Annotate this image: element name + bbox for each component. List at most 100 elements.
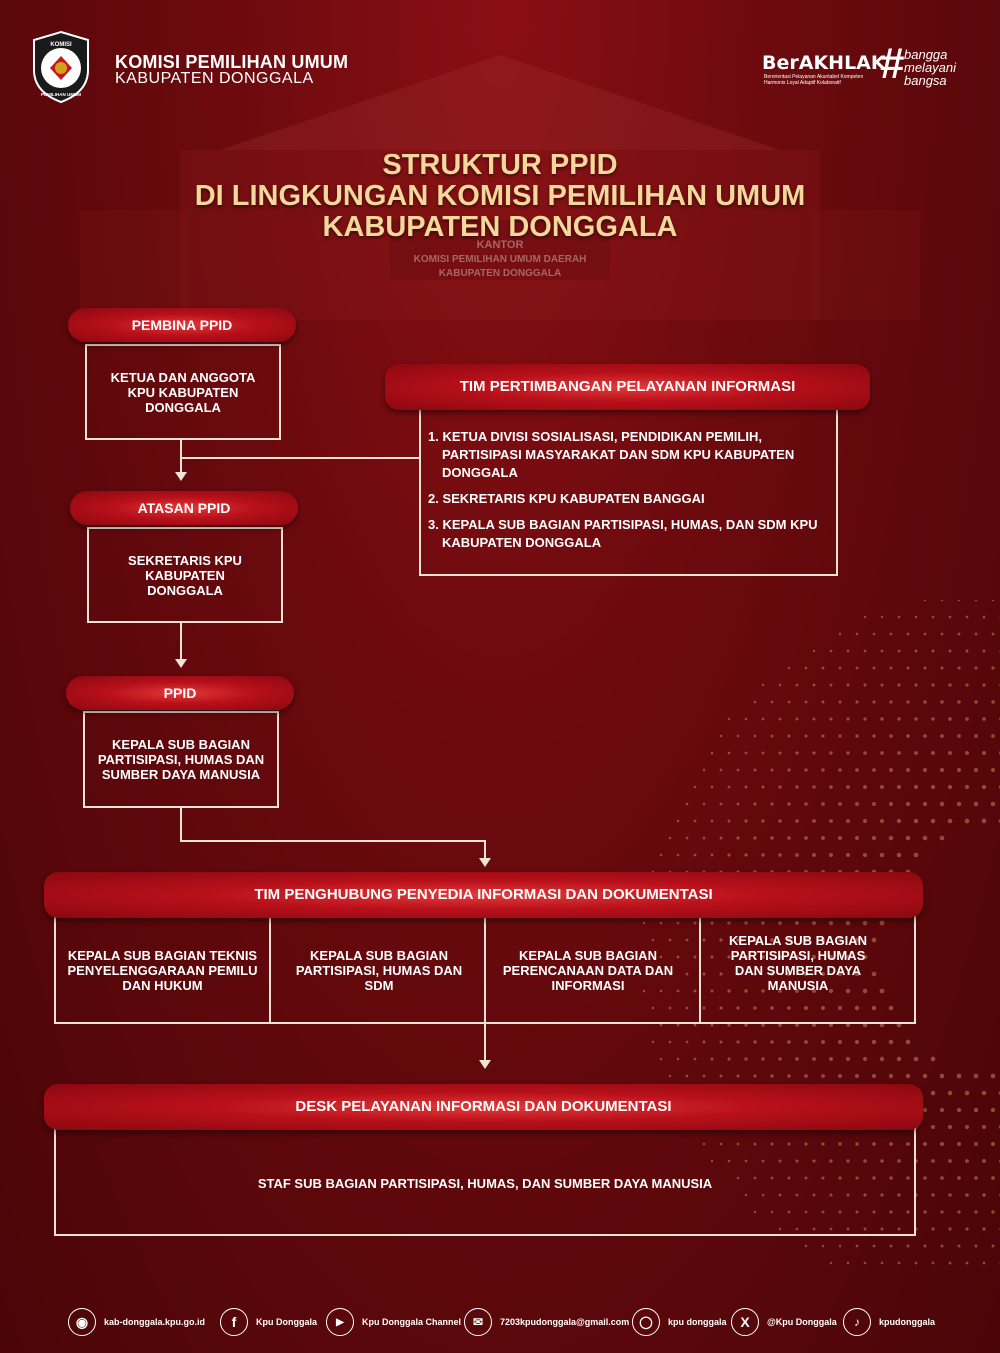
decorative-dot <box>982 1159 986 1163</box>
decorative-dot <box>923 734 927 738</box>
decorative-dot <box>838 1210 842 1214</box>
decorative-dot <box>761 717 765 721</box>
decorative-dot <box>982 1261 986 1265</box>
decorative-dot <box>939 1107 945 1113</box>
decorative-dot <box>871 835 877 841</box>
decorative-dot <box>948 683 952 687</box>
decorative-dot <box>795 683 799 687</box>
decorative-dot <box>991 734 995 738</box>
decorative-dot <box>736 938 740 942</box>
footer-text: 7203kpudonggala@gmail.com <box>500 1317 630 1327</box>
decorative-dot <box>829 1193 833 1197</box>
decorative-dot <box>820 937 826 943</box>
decorative-dot <box>846 1193 850 1197</box>
decorative-dot <box>863 1193 867 1197</box>
decorative-dot <box>872 1210 876 1214</box>
decorative-dot <box>795 989 799 993</box>
decorative-dot <box>744 717 748 721</box>
decorative-dot <box>727 717 731 721</box>
decorative-dot <box>896 852 902 858</box>
decorative-dot <box>846 683 850 687</box>
arrow-down-icon <box>175 659 187 668</box>
decorative-dot <box>982 1193 986 1197</box>
decorative-dot <box>923 700 927 704</box>
decorative-dot <box>803 971 809 977</box>
decorative-dot <box>957 666 961 670</box>
decorative-dot <box>838 666 842 670</box>
mail-icon: ✉ <box>464 1308 492 1336</box>
decorative-dot <box>931 751 935 755</box>
decorative-dot <box>889 1176 893 1180</box>
decorative-dot <box>753 972 757 976</box>
decorative-dot <box>981 818 987 824</box>
column-divider <box>269 918 271 1023</box>
decorative-dot <box>956 1073 962 1079</box>
decorative-dot <box>930 1090 936 1096</box>
ppid-label: PPID <box>66 676 294 710</box>
arrow-down-icon <box>479 858 491 867</box>
instagram-icon: ◯ <box>632 1308 660 1336</box>
decorative-dot <box>845 954 851 960</box>
decorative-dot <box>761 785 765 789</box>
decorative-dot <box>838 802 842 806</box>
decorative-dot <box>753 1176 757 1180</box>
decorative-dot <box>710 1023 714 1027</box>
decorative-dot <box>854 1005 860 1011</box>
connector-line <box>484 840 486 858</box>
decorative-dot <box>930 818 936 824</box>
decorative-dot <box>837 1005 843 1011</box>
decorative-dot <box>845 818 851 824</box>
decorative-dot <box>651 938 655 942</box>
decorative-dot <box>838 700 842 704</box>
decorative-dot <box>889 700 893 704</box>
decorative-dot <box>940 700 944 704</box>
decorative-dot <box>965 717 969 721</box>
decorative-dot <box>821 666 825 670</box>
decorative-dot <box>710 955 714 959</box>
decorative-dot <box>922 801 928 807</box>
decorative-dot <box>880 683 884 687</box>
decorative-dot <box>990 1107 996 1113</box>
footer-item-email[interactable]: ✉ 7203kpudonggala@gmail.com <box>464 1306 629 1338</box>
decorative-dot <box>828 852 834 858</box>
decorative-dot <box>862 920 868 926</box>
decorative-dot <box>761 1193 765 1197</box>
decorative-dot <box>787 1142 791 1146</box>
decorative-dot <box>872 1142 876 1146</box>
decorative-dot <box>812 1193 816 1197</box>
decorative-dot <box>914 615 918 619</box>
sign-line3: KABUPATEN DONGGALA <box>439 268 561 279</box>
footer-item-tiktok[interactable]: ♪ kpudonggala <box>843 1306 935 1338</box>
decorative-dot <box>787 1040 791 1044</box>
decorative-dot <box>846 649 850 653</box>
decorative-dot <box>685 938 689 942</box>
decorative-dot <box>710 853 714 857</box>
decorative-dot <box>812 785 816 789</box>
footer-item-x[interactable]: X @Kpu Donggala <box>731 1306 837 1338</box>
decorative-dot <box>719 1074 723 1078</box>
decorative-dot <box>787 802 791 806</box>
decorative-dot <box>787 1176 791 1180</box>
decorative-dot <box>880 785 884 789</box>
decorative-dot <box>905 1073 911 1079</box>
decorative-dot <box>778 1193 782 1197</box>
decorative-dot <box>846 717 850 721</box>
decorative-dot <box>965 1261 969 1265</box>
decorative-dot <box>863 649 867 653</box>
decorative-dot <box>778 819 782 823</box>
decorative-dot <box>829 751 833 755</box>
footer-item-facebook[interactable]: f Kpu Donggala <box>220 1306 317 1338</box>
footer-item-website[interactable]: ◉ kab-donggala.kpu.go.id <box>68 1306 205 1338</box>
decorative-dot <box>753 768 757 772</box>
decorative-dot <box>906 1142 910 1146</box>
decorative-dot <box>974 1210 978 1214</box>
decorative-dot <box>753 836 757 840</box>
decorative-dot <box>719 972 723 976</box>
decorative-dot <box>668 836 672 840</box>
decorative-dot <box>727 921 731 925</box>
footer-item-youtube[interactable]: ▶ Kpu Donggala Channel <box>326 1306 461 1338</box>
decorative-dot <box>948 717 952 721</box>
footer-item-instagram[interactable]: ◯ kpu donggala <box>632 1306 727 1338</box>
connector-line <box>180 808 182 842</box>
decorative-dot <box>862 1056 868 1062</box>
